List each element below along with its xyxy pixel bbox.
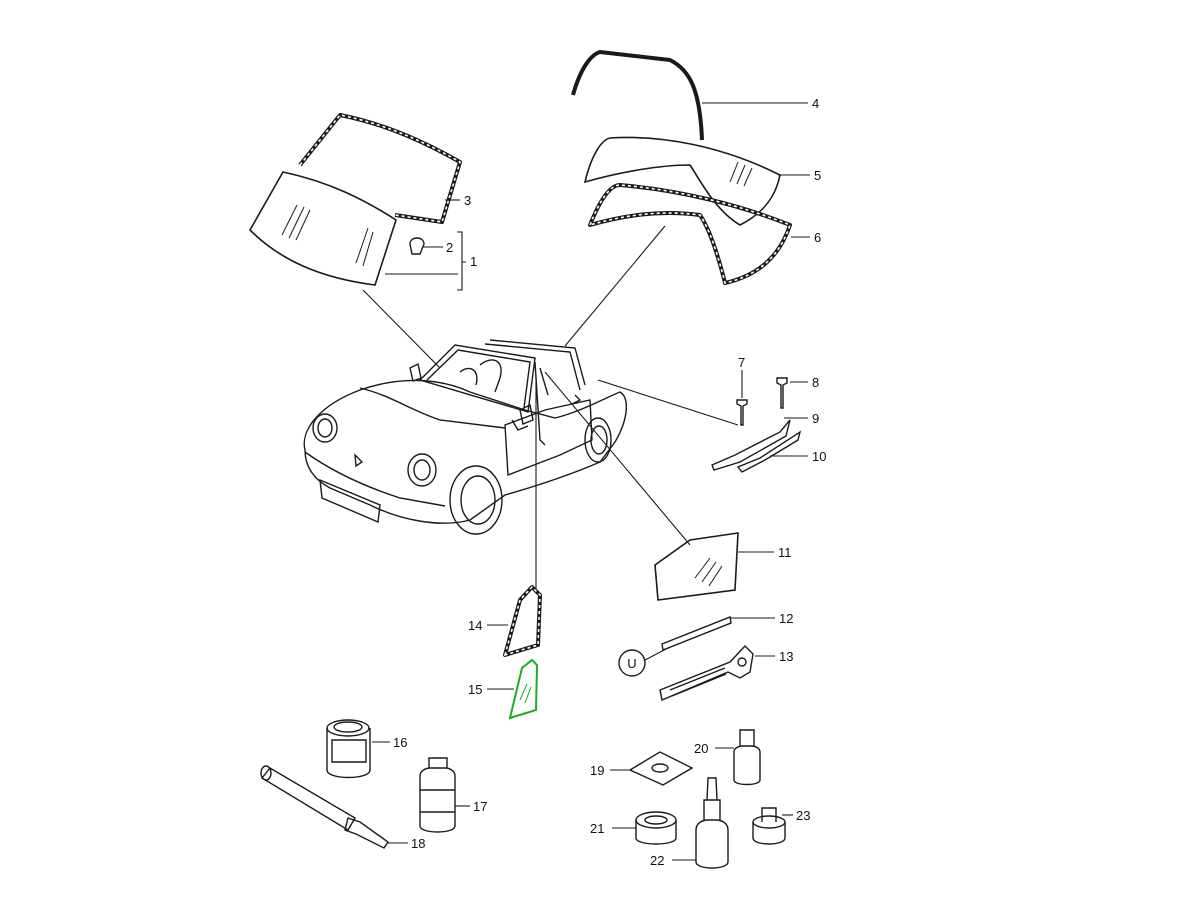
part-sealant-tube [260, 765, 389, 849]
callout-15: 15 [468, 682, 482, 697]
part-rear-window-seal [588, 183, 792, 285]
part-tape-roll [635, 811, 677, 845]
symbol-u: U [618, 649, 646, 677]
callout-13: 13 [779, 649, 793, 664]
part-number-labels: 1 2 3 4 5 6 7 8 9 10 11 12 13 14 15 16 1… [393, 96, 826, 868]
callout-21: 21 [590, 821, 604, 836]
part-door-glass [654, 532, 739, 601]
callout-10: 10 [812, 449, 826, 464]
callout-11: 11 [778, 545, 792, 560]
callout-12: 12 [779, 611, 793, 626]
part-primer-bottle [419, 757, 456, 833]
callout-19: 19 [590, 763, 604, 778]
part-vent-seal [503, 585, 542, 657]
callout-9: 9 [812, 411, 819, 426]
callout-20: 20 [694, 741, 708, 756]
part-small-jar [752, 807, 786, 845]
callout-8: 8 [812, 375, 819, 390]
callout-17: 17 [473, 799, 487, 814]
part-windshield-seal [298, 113, 462, 224]
callout-18: 18 [411, 836, 425, 851]
part-adhesive-can [326, 719, 371, 779]
callout-2: 2 [446, 240, 453, 255]
callout-16: 16 [393, 735, 407, 750]
callout-7: 7 [738, 355, 745, 370]
part-screws [736, 377, 788, 426]
callout-6: 6 [814, 230, 821, 245]
part-glass-channel [661, 616, 732, 651]
car-illustration [303, 339, 627, 535]
part-rear-window-upper-seal [571, 50, 704, 141]
part-vent-glass-highlighted [508, 658, 539, 720]
part-applicator-bottle [695, 777, 729, 869]
part-activator-bottle [733, 729, 761, 786]
callout-3: 3 [464, 193, 471, 208]
part-window-regulator [659, 644, 754, 701]
callout-14: 14 [468, 618, 482, 633]
part-windshield [249, 171, 397, 286]
part-roof-rail [711, 419, 802, 473]
callout-5: 5 [814, 168, 821, 183]
symbol-u-label: U [627, 656, 636, 671]
part-pad [628, 751, 694, 786]
callout-22: 22 [650, 853, 664, 868]
leader-lines [362, 102, 810, 861]
part-clip [409, 237, 425, 255]
callout-4: 4 [812, 96, 819, 111]
callout-1: 1 [470, 254, 477, 269]
callout-23: 23 [796, 808, 810, 823]
